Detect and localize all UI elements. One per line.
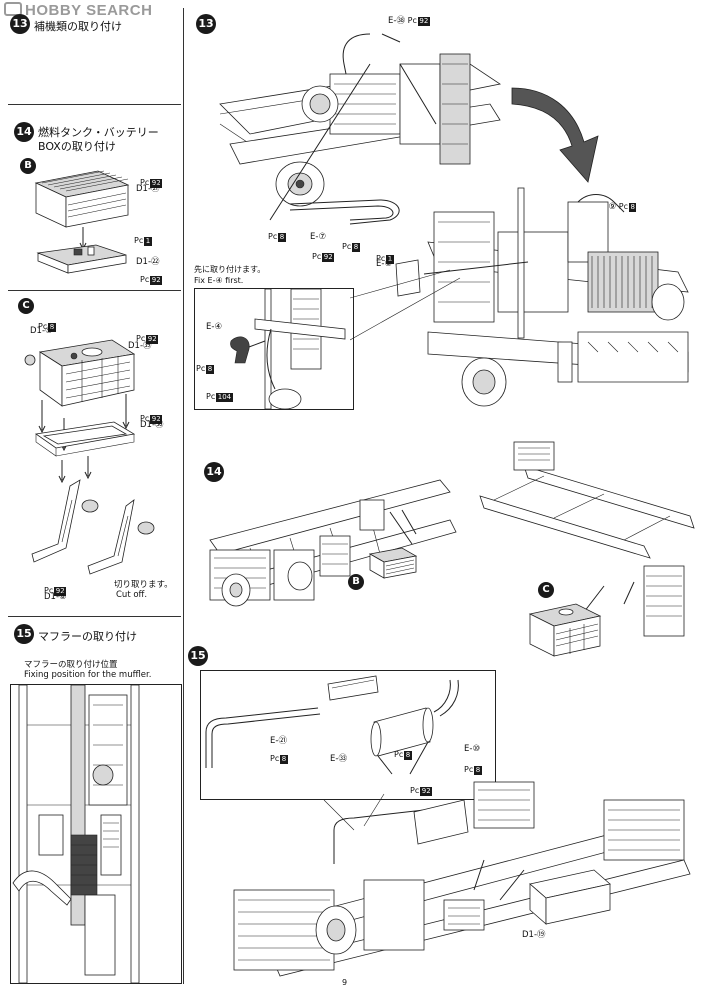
- muffler-position-jp: マフラーの取り付け位置: [24, 660, 118, 670]
- label-e5: E-⑤: [376, 259, 393, 269]
- chassis-step14-right-drawing: [479, 441, 695, 637]
- section-c-badge: C: [18, 298, 34, 314]
- inset-note-jp: 先に取り付けます。: [194, 265, 266, 274]
- engine-chassis-drawing-bottom: [395, 187, 689, 407]
- direction-arrow-icon: [511, 87, 599, 183]
- battery-box-drawing: [34, 170, 130, 274]
- step-15-title: マフラーの取り付け: [38, 630, 137, 643]
- step14-b-badge: B: [348, 574, 364, 590]
- engine-chassis-drawing-top: [219, 33, 502, 225]
- inset-label-e4: E-④: [206, 322, 223, 332]
- step-13-badge: 13: [10, 14, 30, 34]
- chassis-topview-drawing: [12, 685, 140, 983]
- part-label-d1-39: D1-㊴: [128, 341, 152, 351]
- fuel-tank-drawing: [24, 339, 155, 575]
- muffler-parts-inset: [200, 670, 496, 800]
- column-divider: [183, 8, 184, 984]
- muffler-position-en: Fixing position for the muffler.: [24, 670, 152, 680]
- right-step-14-badge: 14: [204, 462, 224, 482]
- step14-c-badge: C: [538, 582, 554, 598]
- left-divider-3: [8, 616, 181, 617]
- part-label-d1-22: D1-㉒: [136, 257, 160, 267]
- page-number: 9: [342, 978, 348, 987]
- section-b-badge: B: [20, 158, 36, 174]
- label-d1-19: D1-⑲: [522, 930, 546, 940]
- part-label-d1-36: D1-㊱: [140, 420, 164, 430]
- fuel-tank-small: [528, 603, 602, 657]
- part-label-d1-9: D1-⑨: [30, 326, 53, 336]
- inset-drawing: [230, 289, 346, 409]
- label-e7: E-⑦: [310, 232, 327, 242]
- step-13-title: 補機類の取り付け: [34, 20, 122, 33]
- part-label-d1-8: D1-⑧: [44, 592, 67, 602]
- step-14-title-line2: BOXの取り付け: [38, 140, 116, 153]
- left-divider-2: [8, 290, 181, 291]
- cut-off-note-en: Cut off.: [116, 590, 148, 600]
- part-label-d1-21: D1-㉑: [136, 184, 160, 194]
- step-14-badge: 14: [14, 122, 34, 142]
- step-15-badge: 15: [14, 624, 34, 644]
- right-step-13-badge: 13: [196, 14, 216, 34]
- label-e33: E-㉝: [330, 754, 347, 764]
- left-divider-1: [8, 104, 181, 105]
- inset-note-en: Fix E-④ first.: [194, 276, 244, 285]
- step-14-title-line1: 燃料タンク・バッテリー: [38, 126, 159, 139]
- cut-off-note-jp: 切り取ります。: [114, 580, 173, 590]
- label-e21: E-㉑: [270, 736, 287, 746]
- right-step-15-badge: 15: [188, 646, 208, 666]
- label-e10: E-⑩: [464, 744, 481, 754]
- battery-box-small: [368, 547, 418, 579]
- chassis-step14-left-drawing: [209, 479, 457, 607]
- muffler-parts-drawing: [205, 675, 459, 775]
- inset-box-e4: [194, 288, 354, 410]
- muffler-position-inset: [10, 684, 182, 984]
- inset-leader-lines: [350, 269, 461, 341]
- chassis-step15-drawing: [233, 781, 691, 977]
